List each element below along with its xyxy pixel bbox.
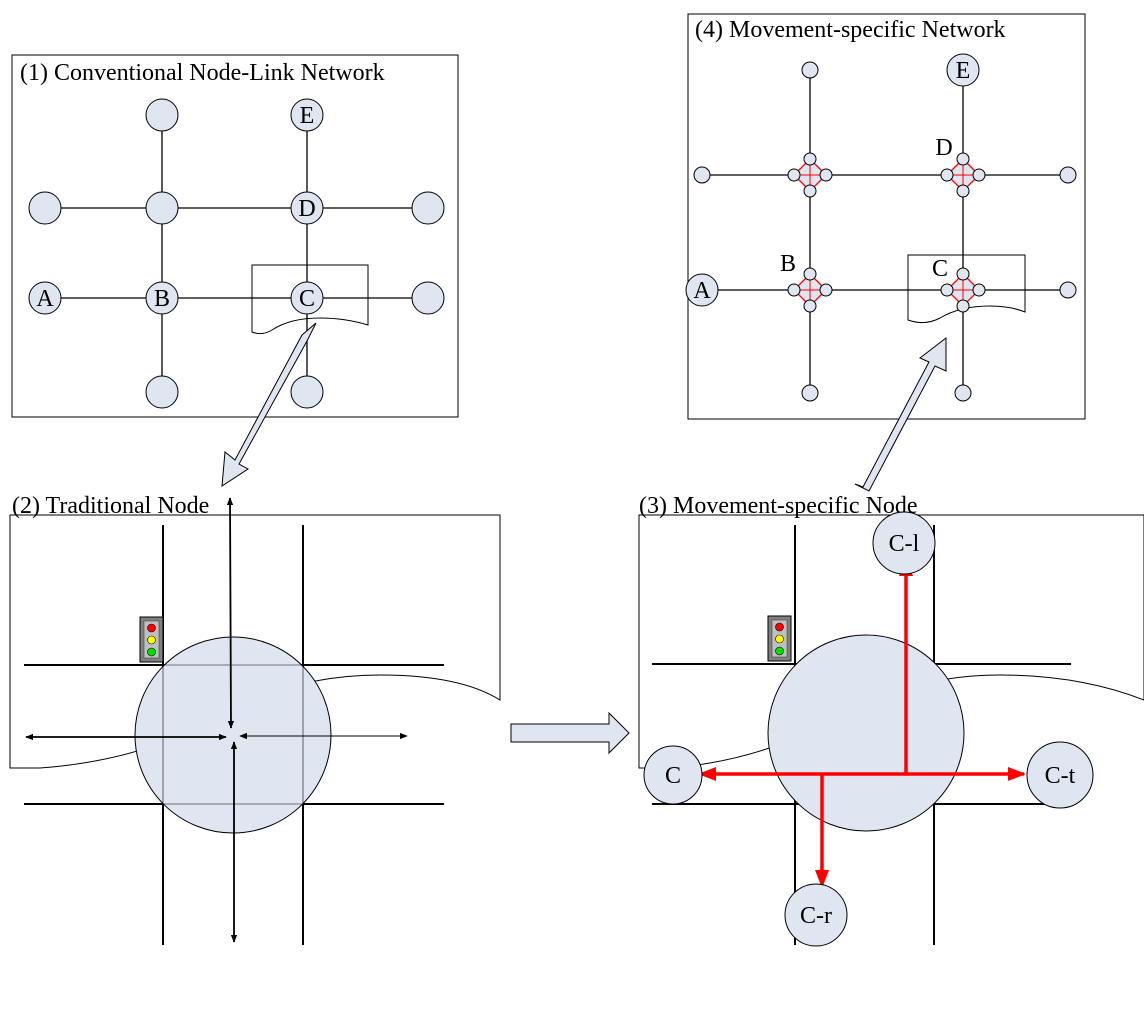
traffic-light-icon	[767, 615, 792, 662]
panel4-node-D-label: D	[935, 135, 952, 161]
panel1-frame	[11, 54, 459, 418]
node-C-r-label: C-r	[800, 903, 832, 929]
panel1-nodes	[28, 98, 445, 409]
panel3-node-circle	[767, 634, 965, 832]
panel2-title: (2) Traditional Node	[12, 493, 209, 519]
panel1-links	[45, 115, 428, 392]
panel1-callout-box	[251, 264, 369, 335]
panel-traditional-node: (2) Traditional Node	[9, 493, 501, 945]
panel4-links	[702, 70, 1068, 393]
movement-to-C-arrowhead	[697, 766, 717, 782]
panel3-movement-lines	[700, 562, 1024, 884]
panel4-title: (4) Movement-specific Network	[695, 17, 1006, 43]
traffic-light-icon	[139, 616, 164, 663]
panel-conventional-network: (1) Conventional Node-Link Network E	[11, 54, 459, 418]
node-C-l	[872, 511, 936, 575]
panel2-movement-arrows	[25, 497, 408, 943]
panel4-frame	[687, 13, 1086, 420]
panel1-node-C-label: C	[299, 286, 315, 312]
panel1-node-A-label: A	[36, 286, 54, 312]
panel1-node-B-label: B	[154, 286, 170, 312]
node-C-t-label: C-t	[1045, 763, 1076, 789]
panel3-title: (3) Movement-specific Node	[639, 493, 918, 519]
arrow-panel2-to-panel3	[510, 711, 630, 755]
node-C-l-label: C-l	[889, 531, 920, 557]
node-C	[643, 745, 703, 805]
panel2-node-circle	[134, 636, 332, 834]
panel-movement-specific-node: (3) Movement-specific Node	[638, 493, 1144, 947]
panel4-node-C-label: C	[932, 256, 948, 282]
node-C-t	[1026, 741, 1094, 809]
node-C-r	[784, 883, 848, 947]
panel1-title: (1) Conventional Node-Link Network	[20, 60, 385, 86]
panel4-subnetwork-C	[940, 267, 986, 313]
panel4-subnetwork-D	[940, 152, 986, 198]
panel4-subnetwork-top-left	[787, 152, 833, 198]
panel1-node-D-label: D	[298, 196, 315, 222]
panel-movement-specific-network: (4) Movement-specific Network E A	[685, 13, 1086, 420]
panel4-subnetwork-B	[787, 267, 833, 313]
panel4-node-B-label: B	[780, 251, 796, 277]
movement-to-C-t-arrowhead	[1007, 766, 1027, 782]
panel4-terminal-nodes	[685, 53, 1077, 402]
movement-to-C-r-arrowhead	[814, 869, 830, 889]
arrow-panel3-to-panel4	[854, 336, 947, 492]
panel4-node-E-label: E	[956, 58, 971, 84]
panel4-node-A-label: A	[693, 278, 711, 304]
node-C-label: C	[665, 763, 681, 789]
panel3-sub-nodes	[643, 511, 1094, 947]
arrow-panel1-to-panel2	[221, 322, 317, 487]
panel1-node-E-label: E	[300, 103, 315, 129]
